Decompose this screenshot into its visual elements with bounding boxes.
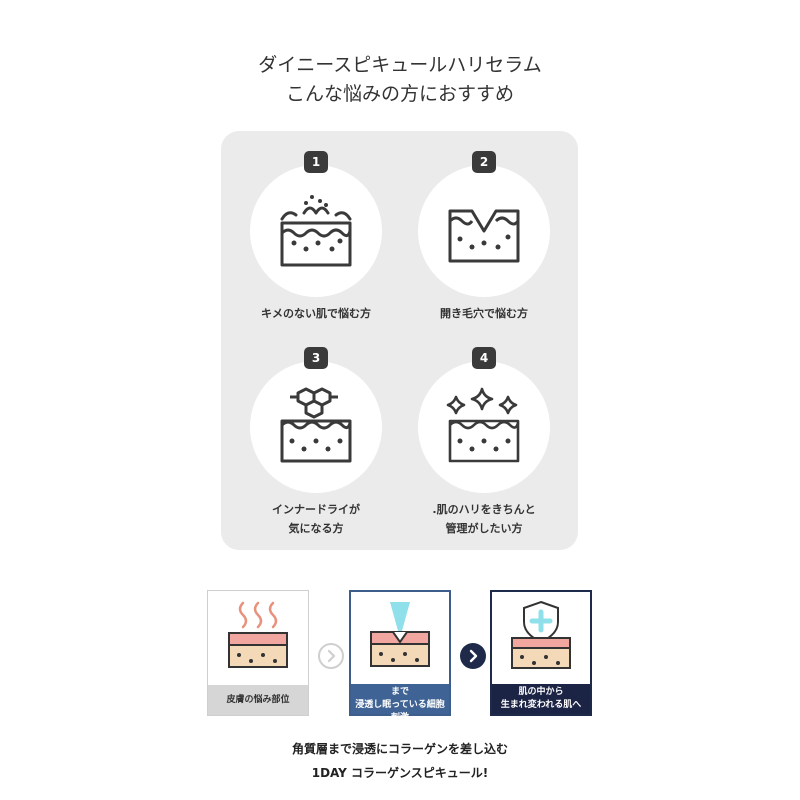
chevron-right-icon xyxy=(460,643,486,669)
rough-skin-icon xyxy=(280,195,352,267)
number-badge: 4 xyxy=(472,347,496,369)
footer-line-1: 角質層まで浸透にコラーゲンを差し込む xyxy=(291,742,508,756)
concern-label-line1: 開き毛穴で悩む方 xyxy=(440,307,528,320)
step-caption-line1: スピキュールが角質層まで xyxy=(354,674,445,697)
inner-dry-icon xyxy=(280,387,352,463)
step-caption: 皮膚の悩み部位 xyxy=(208,685,308,715)
step-caption-line2: 浸透し眠っている細胞刺激 xyxy=(355,700,445,723)
concern-label-line1: .肌のハリをきちんと xyxy=(432,503,536,516)
number-badge: 2 xyxy=(472,151,496,173)
concern-label-line1: キメのない肌で悩む方 xyxy=(261,307,371,320)
step-caption-line1: 肌の中から xyxy=(518,687,564,697)
step-card-2: スピキュールが角質層まで 浸透し眠っている細胞刺激 xyxy=(349,590,451,723)
number-badge: 1 xyxy=(304,151,328,173)
concern-item-4: 4 .肌のハリをきちんと 管理がしたい方 xyxy=(409,347,559,537)
concern-label: インナードライが 気になる方 xyxy=(241,500,391,538)
step-card-1: 皮膚の悩み部位 xyxy=(207,590,309,716)
concern-label-line2: 気になる方 xyxy=(288,522,344,535)
step-caption-line2: 生まれ変われる肌へ xyxy=(500,700,582,710)
concern-label: .肌のハリをきちんと 管理がしたい方 xyxy=(409,500,559,538)
concern-circle xyxy=(418,361,550,493)
spicule-penetration-icon xyxy=(370,602,430,667)
concern-circle xyxy=(418,165,550,297)
footer-line-2: 1DAY コラーゲンスピキュール! xyxy=(311,766,489,780)
number-badge: 3 xyxy=(304,347,328,369)
concern-circle xyxy=(250,361,382,493)
concern-item-3: 3 インナードライが 気になる方 xyxy=(241,347,391,537)
concern-label: 開き毛穴で悩む方 xyxy=(409,304,559,323)
concern-item-1: 1 キメのない肌で悩む方 xyxy=(241,151,391,331)
concern-circle xyxy=(250,165,382,297)
concern-label: キメのない肌で悩む方 xyxy=(241,304,391,323)
chevron-right-icon xyxy=(318,643,344,669)
firm-skin-icon xyxy=(446,387,520,463)
skin-heat-icon xyxy=(228,601,288,668)
concern-item-2: 2 開き毛穴で悩む方 xyxy=(409,151,559,331)
shield-skin-icon xyxy=(511,600,571,669)
step-caption: 肌の中から 生まれ変われる肌へ xyxy=(492,684,590,714)
step-caption-line1: 皮膚の悩み部位 xyxy=(226,694,290,705)
open-pore-icon xyxy=(448,209,520,263)
concern-label-line1: インナードライが xyxy=(272,503,360,516)
page-subtitle: こんな悩みの方におすすめ xyxy=(285,83,514,105)
concern-label-line2: 管理がしたい方 xyxy=(445,522,523,535)
page-title: ダイニースピキュールハリセラム xyxy=(258,54,542,76)
concern-panel: 1 キメのない肌で悩む方 2 開き毛穴で悩む方 xyxy=(221,131,578,550)
step-caption: スピキュールが角質層まで 浸透し眠っている細胞刺激 xyxy=(351,674,449,723)
step-card-3: 肌の中から 生まれ変われる肌へ xyxy=(490,590,592,716)
